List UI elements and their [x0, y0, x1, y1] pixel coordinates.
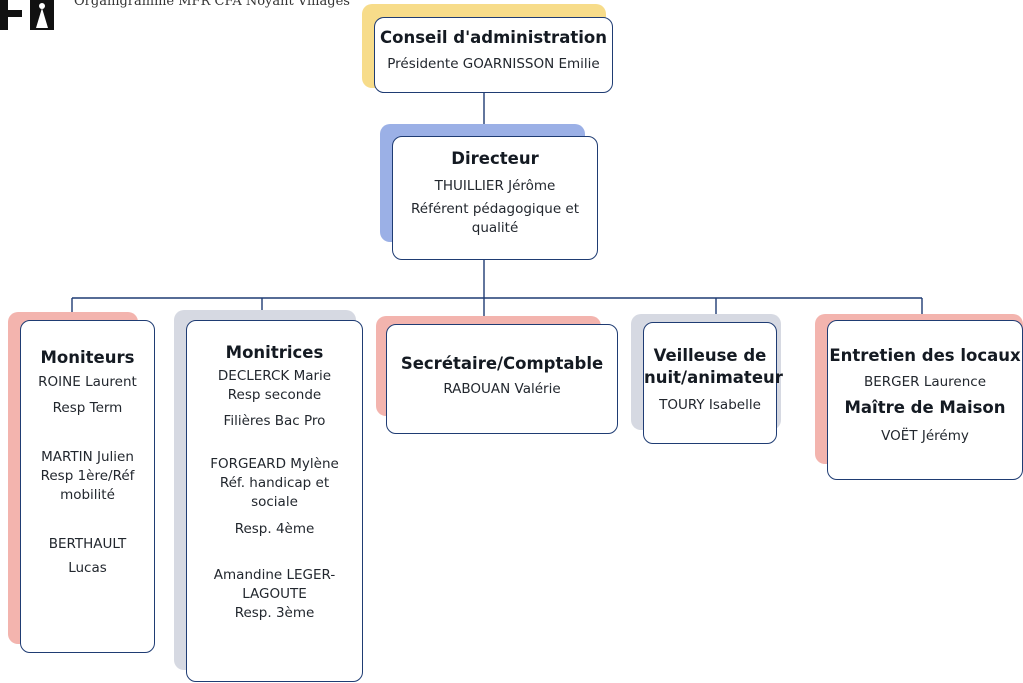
- secretaire-line: RABOUAN Valérie: [443, 381, 561, 397]
- moniteurs-line: Lucas: [68, 560, 107, 576]
- moniteurs-box: Moniteurs ROINE Laurent Resp Term MARTIN…: [20, 320, 155, 653]
- monitrices-line: Resp seconde: [227, 387, 322, 403]
- board-box: Conseil d'administration Présidente GOAR…: [374, 17, 613, 93]
- moniteurs-line: BERTHAULT: [48, 536, 127, 552]
- board-title: Conseil d'administration: [380, 28, 607, 47]
- moniteurs-line: Resp Term: [52, 400, 123, 416]
- entretien-line: BERGER Laurence: [863, 374, 987, 390]
- moniteurs-line: MARTIN Julien: [41, 449, 134, 465]
- veilleuse-box: Veilleuse de nuit/animateur TOURY Isabel…: [643, 322, 783, 444]
- secretaire-title: Secrétaire/Comptable: [400, 354, 604, 373]
- monitrices-line: Resp. 3ème: [234, 605, 315, 621]
- monitrices-line: Resp. 4ème: [234, 521, 315, 537]
- monitrices-line: LAGOUTE: [242, 586, 307, 602]
- entretien-subtitle: Maître de Maison: [844, 398, 1006, 417]
- moniteurs-line: mobilité: [60, 487, 115, 503]
- org-header-text: Organigramme MFR CFA Noyant Villages: [74, 0, 350, 9]
- monitrices-title: Monitrices: [225, 343, 324, 362]
- veilleuse-title-line1: Veilleuse de: [653, 346, 767, 365]
- director-name: THUILLIER Jérôme: [434, 178, 556, 194]
- entretien-line: VOËT Jérémy: [881, 428, 969, 444]
- logo: [0, 0, 54, 30]
- monitrices-line: FORGEARD Mylène: [210, 456, 339, 472]
- monitrices-line: Amandine LEGER-: [213, 567, 336, 583]
- entretien-box: Entretien des locaux BERGER Laurence Maî…: [827, 320, 1023, 480]
- director-box: Directeur THUILLIER Jérôme Référent péda…: [392, 136, 598, 260]
- board-president: Présidente GOARNISSON Emilie: [387, 56, 600, 72]
- secretaire-box: Secrétaire/Comptable RABOUAN Valérie: [386, 324, 618, 434]
- veilleuse-line: TOURY Isabelle: [659, 397, 761, 413]
- director-title: Directeur: [451, 149, 539, 168]
- director-role-line1: Référent pédagogique et: [410, 201, 580, 217]
- moniteurs-line: Resp 1ère/Réf: [40, 468, 135, 484]
- monitrices-line: Filières Bac Pro: [223, 413, 326, 429]
- monitrices-line: sociale: [251, 494, 298, 510]
- monitrices-line: DECLERCK Marie: [217, 368, 332, 384]
- monitrices-line: Réf. handicap et: [219, 475, 330, 491]
- veilleuse-title-line2: nuit/animateur: [644, 368, 783, 387]
- monitrices-box: Monitrices DECLERCK Marie Resp seconde F…: [186, 320, 363, 682]
- entretien-title: Entretien des locaux: [829, 346, 1021, 365]
- moniteurs-line: ROINE Laurent: [38, 374, 137, 390]
- director-role-line2: qualité: [471, 220, 519, 236]
- moniteurs-title: Moniteurs: [40, 348, 135, 367]
